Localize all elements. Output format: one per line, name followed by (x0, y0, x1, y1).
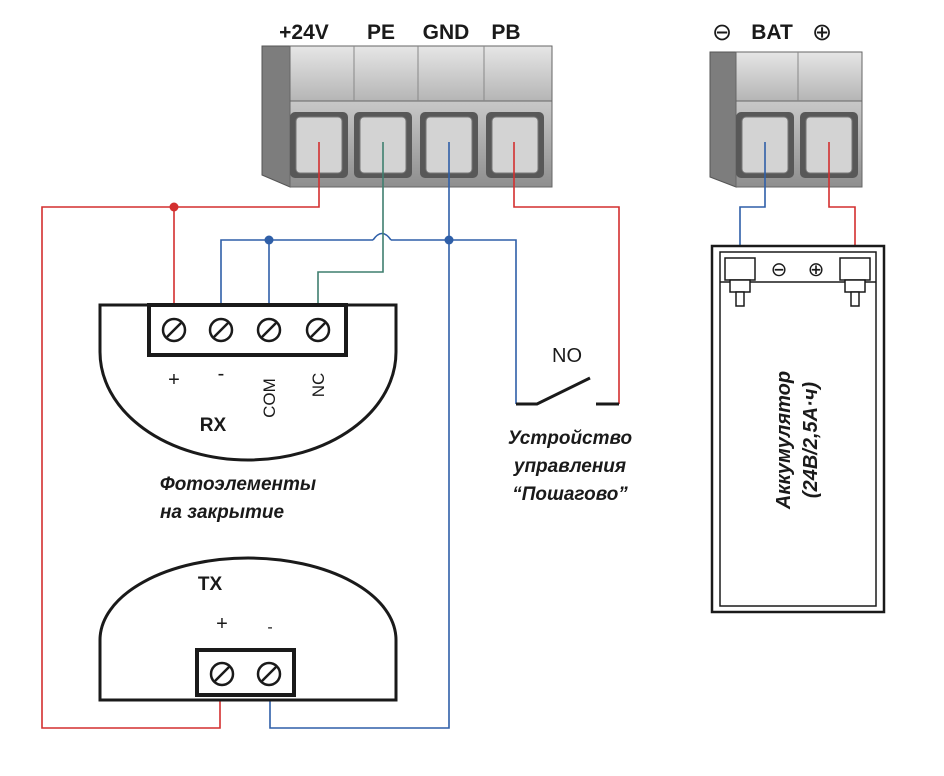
bat-label: BAT (751, 21, 793, 44)
battery-caption-line1: Аккумулятор (773, 371, 795, 510)
switch-caption-line2: управления (513, 456, 626, 477)
switch-caption-line3: “Пошагово” (512, 484, 628, 505)
tx-transmitter (98, 556, 398, 702)
screw-terminal-icon (256, 317, 282, 343)
bat-minus-icon: ⊖ (712, 19, 732, 46)
screw-terminal-icon (256, 661, 282, 687)
switch-caption-line1: Устройство (508, 428, 632, 449)
rx-pin-plus: + (168, 369, 180, 391)
screw-terminal-icon (209, 661, 235, 687)
tx-title: TX (198, 574, 223, 595)
terminal-label-pb: PB (491, 21, 520, 44)
battery-caption-line2: (24В/2,5А·ч) (800, 382, 822, 498)
wire-pb (513, 142, 620, 404)
bat-plus-icon: ⊕ (812, 19, 832, 46)
battery-minus-icon: ⊖ (771, 259, 788, 281)
wires (41, 142, 856, 729)
rx-pin-com: COM (260, 378, 279, 418)
wire-bat-minus (739, 142, 766, 273)
rx-receiver (98, 303, 398, 462)
wire-junctions (169, 202, 454, 245)
terminal-slot-pb (486, 112, 544, 178)
photocell-caption-line2: на закрытие (160, 502, 285, 523)
no-switch (516, 376, 619, 406)
terminal-label-gnd: GND (423, 21, 470, 44)
battery-terminal-block (709, 51, 863, 188)
terminal-label-24v: +24V (279, 21, 329, 44)
battery-plus-icon: ⊕ (808, 259, 825, 281)
rx-pin-minus: - (218, 363, 225, 385)
screw-terminal-icon (305, 317, 331, 343)
wire-gnd-hop (372, 232, 392, 241)
terminal-block (261, 45, 553, 188)
screw-terminal-icon (161, 317, 187, 343)
wire-gnd-bus-2 (391, 239, 517, 404)
wire-gnd-bus (220, 239, 373, 305)
battery (710, 244, 886, 614)
rx-pin-nc: NC (309, 373, 328, 398)
switch-label-no: NO (552, 345, 582, 367)
wire-bat-plus (828, 142, 856, 273)
battery-terminal-minus (724, 257, 756, 307)
wire-24v (41, 142, 320, 729)
screw-terminal-icon (208, 317, 234, 343)
battery-terminal-plus (839, 257, 871, 307)
photocell-caption-line1: Фотоэлементы (160, 474, 316, 495)
wire-pe (317, 142, 384, 305)
rx-title: RX (200, 415, 227, 436)
tx-pin-minus: - (267, 619, 272, 636)
wire-gnd (269, 142, 450, 729)
terminal-label-pe: PE (367, 21, 395, 44)
tx-pin-plus: + (216, 613, 228, 635)
